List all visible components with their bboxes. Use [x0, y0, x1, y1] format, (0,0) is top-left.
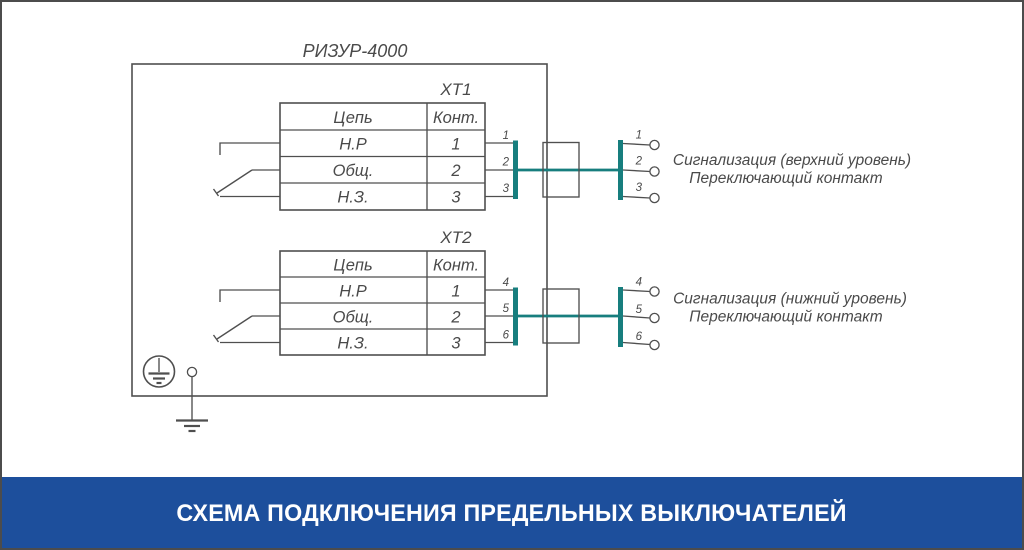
- annotation-xt2: Сигнализация (нижний уровень) Переключаю…: [673, 291, 907, 326]
- device-label: РИЗУР-4000: [303, 41, 408, 61]
- annotation-xt1: Сигнализация (верхний уровень) Переключа…: [673, 152, 911, 187]
- col-header-circuit: Цепь: [333, 257, 372, 275]
- cell-contact: 1: [451, 136, 460, 154]
- footer-banner: СХЕМА ПОДКЛЮЧЕНИЯ ПРЕДЕЛЬНЫХ ВЫКЛЮЧАТЕЛЕ…: [2, 477, 1022, 548]
- wiring-diagram: РИЗУР-4000 ХТ1 Цепь Конт. Н.Р 1 Общ. 2 Н…: [131, 41, 911, 433]
- terminal-block-xt1: ХТ1 Цепь Конт. Н.Р 1 Общ. 2 Н.З. 3: [279, 80, 486, 211]
- device-outline: РИЗУР-4000: [131, 41, 548, 397]
- footer-title: СХЕМА ПОДКЛЮЧЕНИЯ ПРЕДЕЛЬНЫХ ВЫКЛЮЧАТЕЛЕ…: [176, 499, 848, 527]
- cell-contact: 2: [450, 309, 460, 327]
- connector-terminal: [649, 166, 660, 177]
- col-header-contact: Конт.: [433, 109, 479, 127]
- wire-number: 5: [636, 304, 643, 316]
- cell-circuit: Общ.: [333, 162, 374, 180]
- cell-circuit: Н.З.: [337, 189, 368, 207]
- switch-symbol-xt1: [212, 142, 280, 198]
- wire-number: 6: [503, 330, 510, 342]
- annotation-line1: Сигнализация (верхний уровень): [673, 152, 911, 169]
- switch-symbol-xt2: [212, 289, 280, 344]
- terminal-block-name: ХТ1: [439, 80, 471, 99]
- wire-number: 4: [503, 277, 509, 289]
- wire-number: 2: [635, 156, 643, 168]
- connector-terminal: [649, 312, 660, 324]
- cell-circuit: Н.Р: [339, 136, 367, 154]
- wire-number: 1: [503, 130, 509, 142]
- cell-circuit: Н.Р: [339, 283, 367, 301]
- terminal-block-name: ХТ2: [439, 228, 472, 247]
- annotation-line2: Переключающий контакт: [689, 309, 882, 326]
- wire-number: 3: [503, 183, 510, 195]
- wire-number: 2: [502, 157, 510, 169]
- wire-number: 1: [636, 130, 642, 142]
- cable-run-xt2: 4 5 6 4 5 6: [485, 277, 660, 351]
- wire-number: 4: [636, 277, 642, 289]
- annotation-line1: Сигнализация (нижний уровень): [673, 291, 907, 308]
- wire-number: 3: [636, 182, 643, 194]
- earth-ground-symbol: [176, 366, 208, 433]
- cell-circuit: Общ.: [333, 309, 374, 327]
- protective-earth-icon: [142, 355, 176, 388]
- terminal-block-xt2: ХТ2 Цепь Конт. Н.Р 1 Общ. 2 Н.З. 3: [279, 228, 486, 356]
- cell-contact: 3: [451, 189, 461, 207]
- wire-number: 6: [636, 331, 643, 343]
- cable-run-xt1: 1 2 3 1 2 3: [485, 130, 660, 204]
- cell-contact: 1: [451, 283, 460, 301]
- cell-contact: 2: [450, 162, 460, 180]
- annotation-line2: Переключающий контакт: [689, 170, 882, 187]
- connector-terminal: [649, 286, 660, 297]
- ground-terminal: [186, 366, 198, 378]
- col-header-circuit: Цепь: [333, 109, 372, 127]
- cell-contact: 3: [451, 335, 461, 353]
- col-header-contact: Конт.: [433, 257, 479, 275]
- cell-circuit: Н.З.: [337, 335, 368, 353]
- connector-terminal: [649, 139, 660, 151]
- connector-terminal: [649, 192, 660, 204]
- wire-number: 5: [503, 303, 510, 315]
- connector-terminal: [649, 339, 660, 351]
